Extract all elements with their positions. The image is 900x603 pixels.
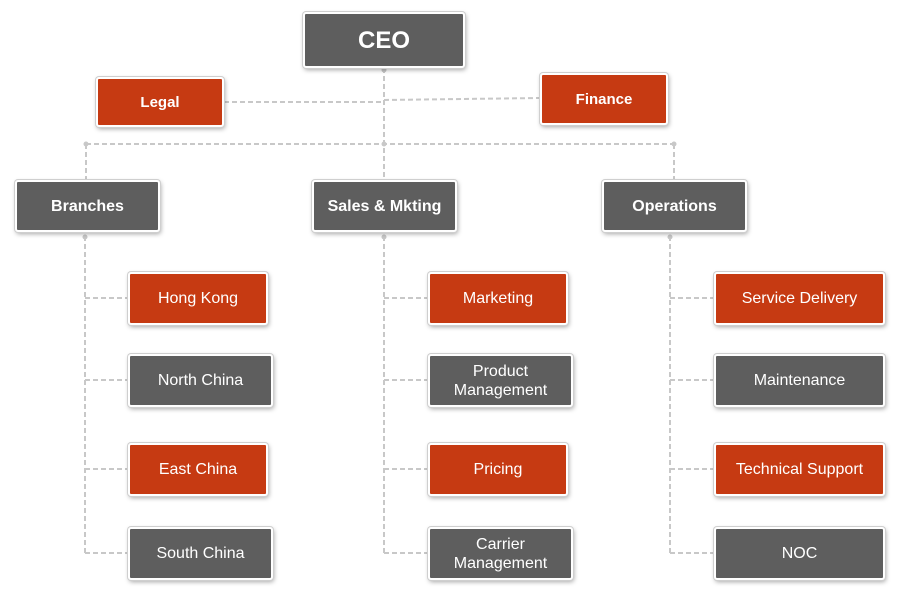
unit-service-delivery: Service Delivery bbox=[714, 272, 885, 325]
unit-south-china: South China bbox=[128, 527, 273, 580]
finance-box: Finance bbox=[540, 73, 668, 125]
unit-noc: NOC bbox=[714, 527, 885, 580]
unit-technical-support: Technical Support bbox=[714, 443, 885, 496]
legal-box: Legal bbox=[96, 77, 224, 127]
division-operations: Operations bbox=[602, 180, 747, 232]
unit-product-management: Product Management bbox=[428, 354, 573, 407]
unit-marketing: Marketing bbox=[428, 272, 568, 325]
unit-hong-kong: Hong Kong bbox=[128, 272, 268, 325]
unit-east-china: East China bbox=[128, 443, 268, 496]
ceo-box: CEO bbox=[303, 12, 465, 68]
unit-carrier-management: Carrier Management bbox=[428, 527, 573, 580]
unit-maintenance: Maintenance bbox=[714, 354, 885, 407]
connector-finance bbox=[383, 97, 541, 101]
division-sales-mkting: Sales & Mkting bbox=[312, 180, 457, 232]
division-branches: Branches bbox=[15, 180, 160, 232]
unit-north-china: North China bbox=[128, 354, 273, 407]
unit-pricing: Pricing bbox=[428, 443, 568, 496]
